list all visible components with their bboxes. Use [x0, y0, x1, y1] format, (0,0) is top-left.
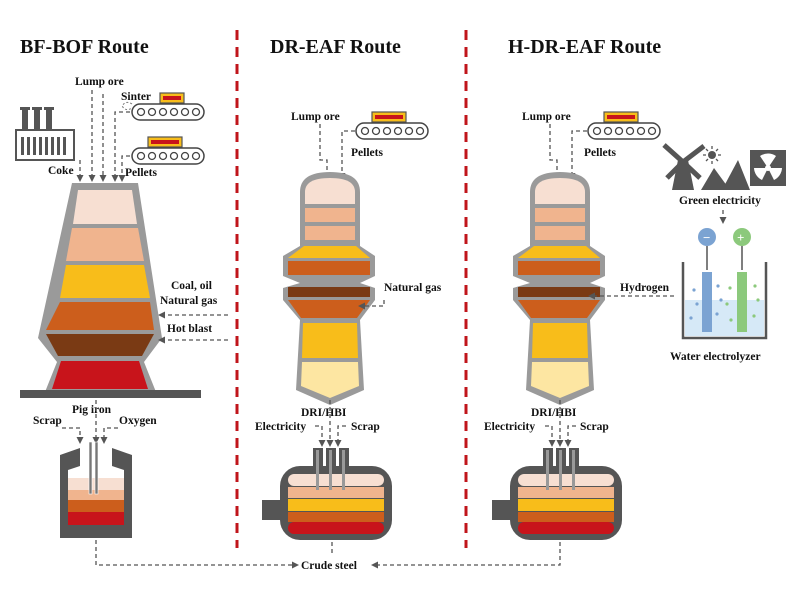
- bf-pig-iron-label: Pig iron: [72, 404, 112, 416]
- h-pellets-label: Pellets: [584, 147, 616, 159]
- dr-lump-ore-label: Lump ore: [291, 111, 340, 123]
- bf-coal-oil-label: Coal, oil: [171, 280, 212, 292]
- windmill-icon: [662, 143, 706, 190]
- electrolyzer-minus-sign: −: [703, 230, 710, 245]
- h-dr-eaf-title: H-DR-EAF Route: [508, 36, 661, 58]
- crude-steel-arrows: [95, 540, 561, 569]
- h-green-electricity-label: Green electricity: [679, 195, 761, 207]
- coke-plant-icon: [15, 107, 75, 161]
- bf-injection-arrows: [158, 311, 228, 344]
- bof-oxygen-label: Oxygen: [119, 415, 157, 427]
- bf-pellets-label: Pellets: [125, 167, 157, 179]
- h-hydrogen-label: Hydrogen: [620, 282, 670, 294]
- h-electric-arc-furnace: [492, 448, 622, 540]
- bf-natural-gas-label: Natural gas: [160, 295, 218, 307]
- dr-shaft-furnace: [283, 172, 375, 405]
- nuclear-icon: [750, 150, 786, 186]
- bf-coke-label: Coke: [48, 165, 74, 177]
- blast-furnace: [20, 183, 201, 398]
- electrolyzer-plus-sign: +: [737, 230, 744, 245]
- dr-electricity-label: Electricity: [255, 421, 306, 433]
- dr-eaf-input-arrows: [315, 400, 346, 447]
- h-pellets-conveyor-icon: [587, 111, 661, 140]
- bf-lump-ore-label: Lump ore: [75, 76, 124, 88]
- bof-converter: [60, 441, 132, 538]
- bf-input-arrows: [76, 90, 130, 182]
- dr-electric-arc-furnace: [262, 448, 392, 540]
- h-shaft-furnace: [513, 172, 605, 405]
- sun-icon: [703, 146, 721, 164]
- dr-input-arrows: [319, 124, 355, 180]
- h-input-arrows: [549, 124, 587, 180]
- dr-pellets-conveyor-icon: [355, 111, 429, 140]
- dr-scrap-label: Scrap: [351, 421, 380, 433]
- sinter-conveyor-icon: [121, 92, 205, 121]
- dr-pellets-label: Pellets: [351, 147, 383, 159]
- dr-dri-hbi-label: DRI/HBI: [301, 407, 347, 419]
- water-electrolyzer: − +: [681, 228, 768, 340]
- solar-panel-icon: [701, 160, 750, 190]
- bf-sinter-label: Sinter: [121, 91, 151, 103]
- bf-hot-blast-label: Hot blast: [167, 323, 212, 335]
- h-lump-ore-label: Lump ore: [522, 111, 571, 123]
- bof-scrap-label: Scrap: [33, 415, 62, 427]
- crude-steel-label: Crude steel: [301, 560, 357, 572]
- bf-bof-title: BF-BOF Route: [20, 36, 149, 58]
- h-water-electrolyzer-label: Water electrolyzer: [670, 351, 761, 363]
- dr-natural-gas-label: Natural gas: [384, 282, 442, 294]
- pellets-conveyor-icon: [131, 136, 205, 165]
- bof-input-arrows: [62, 400, 118, 444]
- h-dri-hbi-label: DRI/HBI: [531, 407, 577, 419]
- h-electricity-label: Electricity: [484, 421, 535, 433]
- dr-eaf-title: DR-EAF Route: [270, 36, 401, 58]
- dr-natural-gas-arrow: [358, 300, 385, 310]
- h-scrap-label: Scrap: [580, 421, 609, 433]
- h-eaf-input-arrows: [545, 400, 576, 447]
